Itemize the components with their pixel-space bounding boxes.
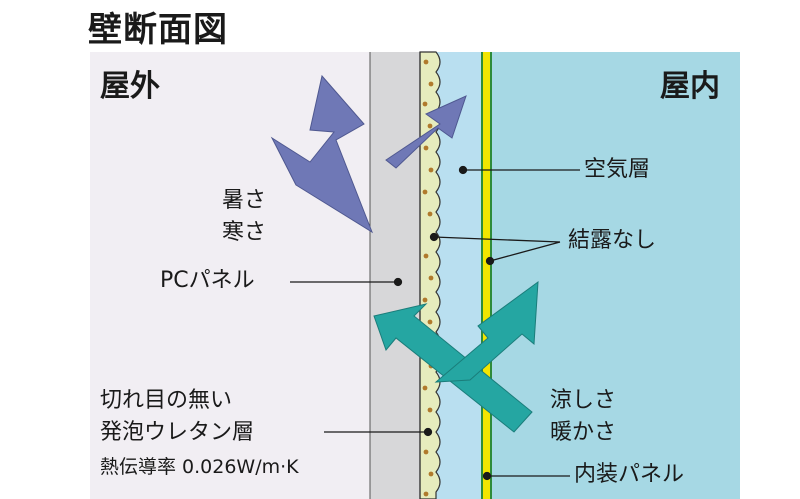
heat-arrow-upleft [270,74,374,234]
teal-arrows [373,280,539,433]
pc-panel-label: PCパネル [160,268,255,293]
condensation-leader-1 [433,236,561,243]
condensation-leader-2 [489,241,561,262]
warm-label: 暖かさ [550,420,617,445]
no-condensation-label: 結露なし [568,228,657,253]
insulation-label-line1: 切れ目の無い [100,388,233,413]
page-title: 壁断面図 [88,10,228,50]
pc-panel-layer [370,52,420,499]
interior-panel-label: 内装パネル [574,462,685,487]
cold-label: 寒さ [222,220,267,245]
cool-label: 涼しさ [550,388,617,413]
interior-panel-layer [482,52,491,499]
heat-label: 暑さ [222,188,267,213]
indoor-label: 屋内 [660,69,720,104]
purple-arrows [270,74,467,234]
heat-arrow-upright [385,95,467,169]
outdoor-label: 屋外 [100,69,160,104]
insulation-label-line2: 発泡ウレタン層 [100,420,255,445]
cool-arrow-up [434,280,539,383]
air-layer-label: 空気層 [584,157,651,182]
insulation-label-line3: 熱伝導率 0.026W/m·K [100,456,299,478]
indoor-region [492,52,740,499]
